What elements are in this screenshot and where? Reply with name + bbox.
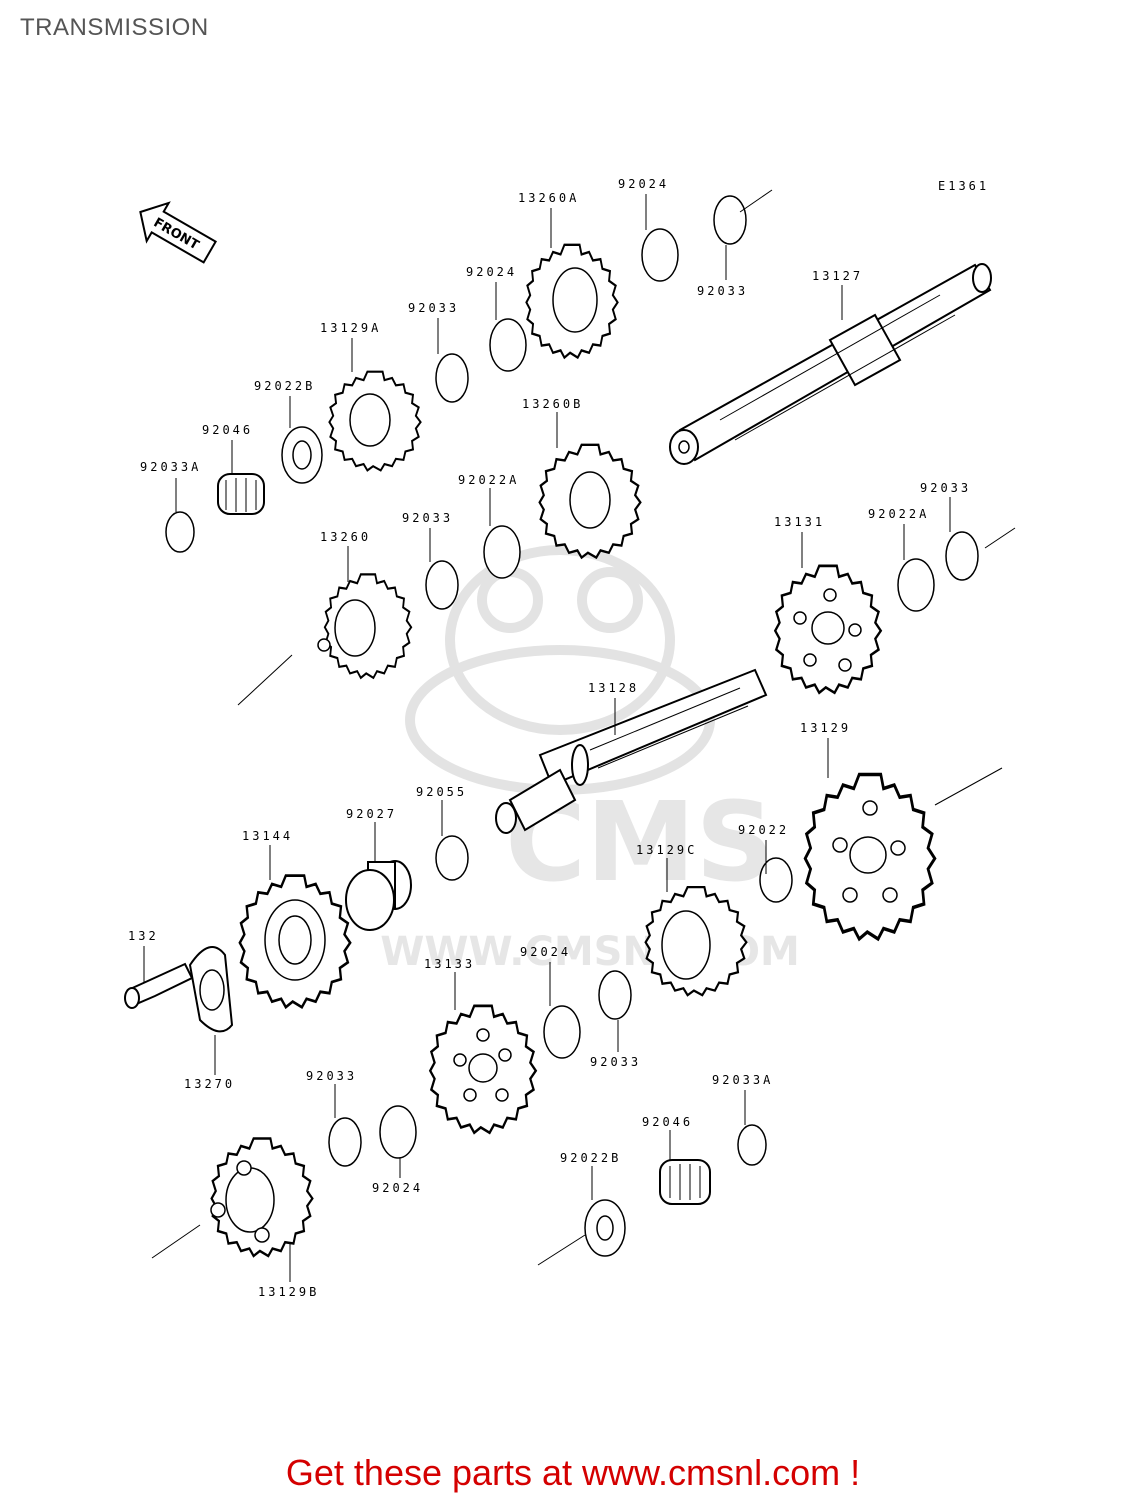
label-92022: 92022 [738,823,789,837]
label-13133: 13133 [424,957,475,971]
label-13129b: 13129B [258,1285,319,1299]
label-92046-top: 92046 [202,423,253,437]
oring-92055 [435,835,469,881]
page-title: TRANSMISSION [20,14,209,41]
label-92033-mid: 92033 [402,511,453,525]
label-92033a-top: 92033A [140,460,201,474]
plate-13270 [188,946,234,1033]
bearing-92046-low [659,1159,711,1205]
gear-13260b [538,443,642,559]
label-92033-low: 92033 [306,1069,357,1083]
circlip-92033-mid [425,560,459,610]
shaft-13127 [669,263,992,465]
circlip-92033-b [435,353,469,403]
label-13270: 13270 [184,1077,235,1091]
label-13128: 13128 [588,681,639,695]
gear-13260 [317,573,413,679]
bolt-132 [124,962,194,1009]
washer-92024-a [641,228,679,282]
label-92033-a: 92033 [697,284,748,298]
bearing-92046-top [217,473,265,515]
circlip-92033a-top [165,511,195,553]
label-92024-b: 92024 [466,265,517,279]
label-13260a: 13260A [518,191,579,205]
shaft-13128 [495,668,768,834]
washer-92022 [759,857,793,903]
front-arrow-marker: FRONT [139,201,218,264]
label-13129c: 13129C [636,843,697,857]
circlip-92033-a [713,195,747,245]
circlip-92033-low [328,1117,362,1167]
washer-92022a-mid [483,525,521,579]
label-13129a: 13129A [320,321,381,335]
label-92033-b: 92033 [408,301,459,315]
label-92033a-low: 92033A [712,1073,773,1087]
label-13129: 13129 [800,721,851,735]
gear-13131 [773,564,883,695]
label-92022b-top: 92022B [254,379,315,393]
parts-diagram: CMS WWW.CMSNL.COM FRONT E1361 13260A 920… [124,177,1016,1299]
circlip-92033-right [945,531,979,581]
label-92024-a: 92024 [618,177,669,191]
label-132: 132 [128,929,159,943]
label-92033-c: 92033 [590,1055,641,1069]
gear-13260a [525,243,619,359]
washer-92022a-right [897,558,935,612]
label-13127: 13127 [812,269,863,283]
label-92033-right: 92033 [920,481,971,495]
label-92027: 92027 [346,807,397,821]
gear-13129b [210,1137,314,1258]
label-13260b: 13260B [522,397,583,411]
footer-promo[interactable]: Get these parts at www.cmsnl.com ! [285,1452,861,1493]
washer-92024-low [379,1105,417,1159]
label-92022a-right: 92022A [868,507,929,521]
label-92022a-mid: 92022A [458,473,519,487]
washer-92024-b [489,318,527,372]
circlip-92033a-low [737,1124,767,1166]
label-13144: 13144 [242,829,293,843]
washer-92024-c [543,1005,581,1059]
label-92022b-low: 92022B [560,1151,621,1165]
gear-13129 [803,772,937,941]
label-92024-c: 92024 [520,945,571,959]
gear-13129c [644,885,748,997]
collar-92027 [345,860,412,931]
label-92024-low: 92024 [372,1181,423,1195]
gear-13133 [428,1004,538,1135]
sprocket-13144 [238,874,352,1009]
label-92055: 92055 [416,785,467,799]
gear-13129a [328,370,422,472]
label-13131: 13131 [774,515,825,529]
label-13260: 13260 [320,530,371,544]
diagram-code: E1361 [938,179,989,193]
label-92046-low: 92046 [642,1115,693,1129]
circlip-92033-c [598,970,632,1020]
